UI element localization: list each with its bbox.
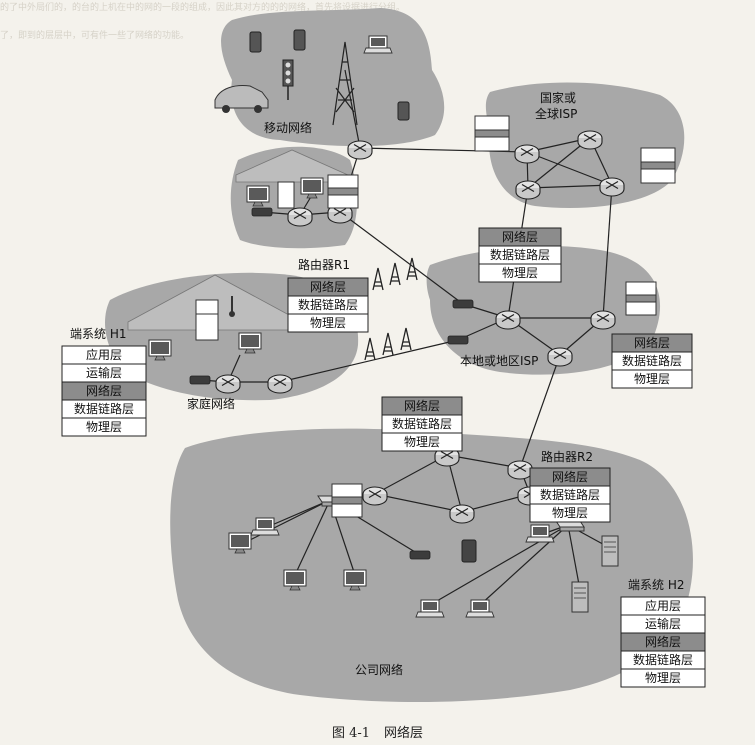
end-system-h2-label: 端系统 H2 <box>628 578 684 592</box>
stack-end-system-h1: 应用层 运输层 网络层 数据链路层 物理层 <box>61 345 147 437</box>
stack-local-isp: 网络层 数据链路层 物理层 <box>611 333 693 389</box>
svg-text:网络层: 网络层 <box>645 634 681 649</box>
svg-text:物理层: 物理层 <box>502 266 538 280</box>
router-r2-label: 路由器R2 <box>541 449 593 464</box>
server-icon <box>601 535 619 567</box>
mini-stack-upper-home <box>327 174 359 209</box>
mobile-network-cloud <box>221 8 445 147</box>
upper-home-modem-icon <box>251 207 273 217</box>
company-network-label: 公司网络 <box>355 662 403 677</box>
wireless-link-upper <box>372 257 418 291</box>
svg-text:数据链路层: 数据链路层 <box>633 652 693 667</box>
svg-text:网络层: 网络层 <box>86 383 122 398</box>
svg-text:数据链路层: 数据链路层 <box>74 401 134 416</box>
svg-text:数据链路层: 数据链路层 <box>298 297 358 312</box>
mini-stack-mobile <box>474 115 510 152</box>
fridge-icon-upper <box>277 181 295 209</box>
local-isp-modem-icon-2 <box>447 335 469 345</box>
stack-end-system-h2: 应用层 运输层 网络层 数据链路层 物理层 <box>620 596 706 688</box>
svg-text:网络层: 网络层 <box>404 398 440 413</box>
router-local-1-icon <box>495 310 521 330</box>
figure-caption: 图 4-1 网络层 <box>0 722 755 741</box>
svg-text:运输层: 运输层 <box>645 616 681 631</box>
tablet-icon <box>461 539 477 563</box>
cell-tower-icon <box>332 41 358 126</box>
svg-text:物理层: 物理层 <box>552 506 588 520</box>
car-icon <box>214 85 269 113</box>
phone-icon <box>249 31 262 53</box>
svg-text:网络层: 网络层 <box>310 279 346 294</box>
svg-text:物理层: 物理层 <box>645 671 681 685</box>
stack-middle: 网络层 数据链路层 物理层 <box>381 396 463 452</box>
phone-icon-3 <box>397 101 410 121</box>
svg-text:数据链路层: 数据链路层 <box>540 487 600 502</box>
svg-text:物理层: 物理层 <box>404 435 440 449</box>
router-home-icon <box>215 374 241 394</box>
stack-router-r1: 网络层 数据链路层 物理层 <box>287 277 369 333</box>
global-isp-label-line2: 全球ISP <box>535 106 577 121</box>
svg-text:数据链路层: 数据链路层 <box>392 416 452 431</box>
svg-text:数据链路层: 数据链路层 <box>622 353 682 368</box>
svg-text:运输层: 运输层 <box>86 365 122 380</box>
router-home-2-icon <box>267 374 293 394</box>
local-isp-modem-icon <box>452 299 474 309</box>
router-global-1-icon <box>514 144 540 164</box>
network-layer-diagram: 移动网络 国家或 全球ISP 家庭网络 本地或地区ISP 公司网络 路由器R1 … <box>61 8 706 702</box>
router-upper-home-icon <box>287 207 313 227</box>
fridge-icon <box>195 299 219 341</box>
figure-number: 图 4-1 <box>331 726 371 741</box>
phone-icon-2 <box>293 29 306 51</box>
wireless-link-lower <box>364 327 412 361</box>
router-company-2-icon <box>362 486 388 506</box>
svg-text:物理层: 物理层 <box>634 372 670 386</box>
svg-text:网络层: 网络层 <box>634 335 670 350</box>
svg-text:数据链路层: 数据链路层 <box>490 247 550 262</box>
router-local-3-icon <box>547 347 573 367</box>
mini-stack-global <box>640 147 676 184</box>
figure-title: 网络层 <box>384 726 424 741</box>
router-r2-icon <box>507 460 533 480</box>
home-modem-icon <box>189 375 211 385</box>
svg-text:应用层: 应用层 <box>645 598 681 613</box>
router-mobile-icon <box>347 140 373 160</box>
router-global-3-icon <box>599 177 625 197</box>
server-icon-2 <box>571 581 589 613</box>
router-global-2-icon <box>577 130 603 150</box>
svg-text:网络层: 网络层 <box>502 229 538 244</box>
mini-stack-local <box>625 281 657 316</box>
stack-router-r2: 网络层 数据链路层 物理层 <box>529 467 611 523</box>
home-network-label: 家庭网络 <box>187 396 235 411</box>
router-global-4-icon <box>515 180 541 200</box>
router-company-3-icon <box>449 504 475 524</box>
mini-stack-company <box>331 483 363 518</box>
traffic-light-icon <box>282 59 294 100</box>
svg-text:应用层: 应用层 <box>86 347 122 362</box>
thermometer-icon <box>229 296 235 317</box>
end-system-h1-label: 端系统 H1 <box>70 327 126 341</box>
local-isp-label: 本地或地区ISP <box>460 354 538 368</box>
svg-text:物理层: 物理层 <box>86 420 122 434</box>
global-isp-label-line1: 国家或 <box>540 90 576 105</box>
svg-text:网络层: 网络层 <box>552 469 588 484</box>
company-modem-icon <box>409 550 431 560</box>
svg-text:物理层: 物理层 <box>310 316 346 330</box>
router-r1-label: 路由器R1 <box>298 257 350 272</box>
stack-global-isp: 网络层 数据链路层 物理层 <box>478 227 562 283</box>
mobile-network-label: 移动网络 <box>264 120 312 135</box>
router-local-2-icon <box>590 310 616 330</box>
